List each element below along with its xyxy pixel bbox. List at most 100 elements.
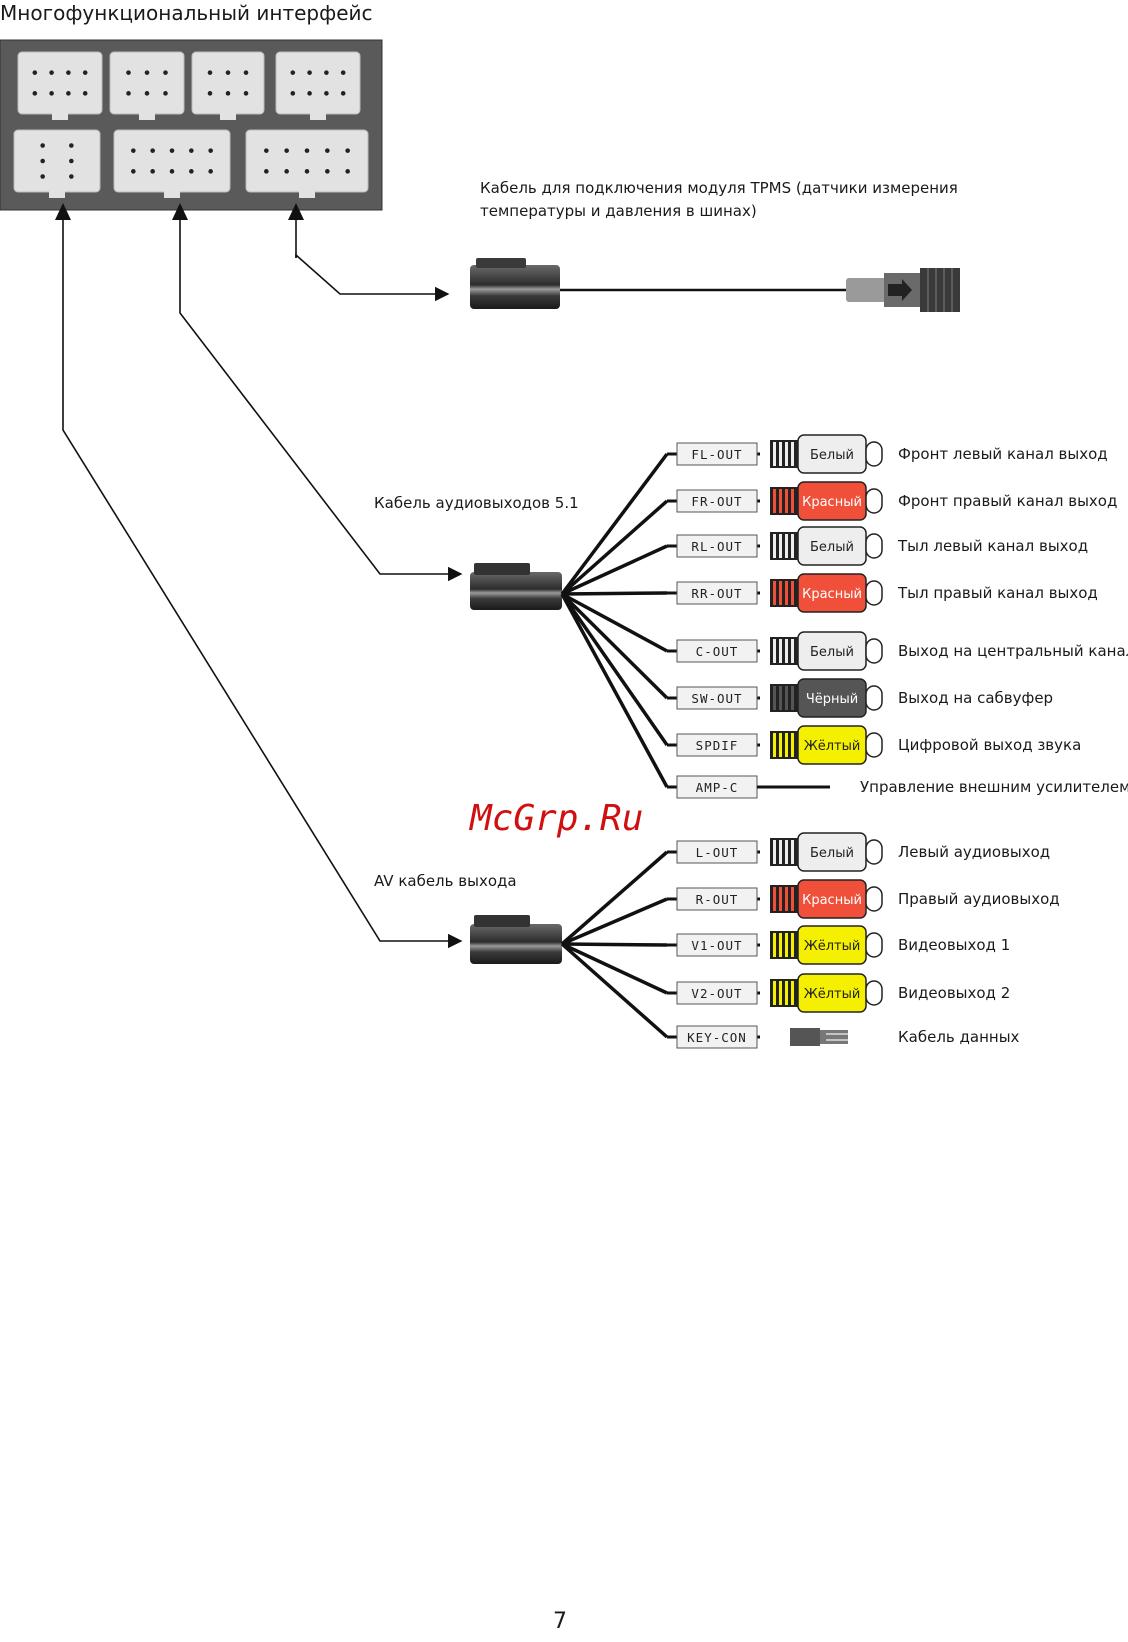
output-tag	[676, 639, 758, 663]
branch-wire	[560, 452, 669, 596]
tpms-caption-line1: Кабель для подключения модуля TPMS (датч…	[480, 179, 958, 197]
output-description: Фронт левый канал выход	[898, 445, 1108, 463]
branch-wire	[560, 592, 669, 700]
output-tag	[676, 534, 758, 558]
rca-plug-label: Белый	[810, 448, 854, 463]
output-tag-label: SW-OUT	[691, 691, 742, 706]
tpms-caption-line2: температуры и давления в шинах)	[480, 202, 757, 220]
rca-plug: Белый	[770, 832, 883, 872]
output-tag	[676, 442, 758, 466]
rca-plug-label: Красный	[802, 587, 862, 602]
output-tag-label: FL-OUT	[691, 447, 742, 462]
rca-plug-label: Чёрный	[806, 692, 858, 707]
output-tag-label: V1-OUT	[691, 938, 742, 953]
output-tag-label: R-OUT	[696, 892, 739, 907]
rca-plug: Белый	[770, 631, 883, 671]
rca-plug-label: Белый	[810, 645, 854, 660]
branch-wire	[560, 942, 669, 1039]
interface-socket	[275, 51, 361, 120]
rca-plug: Красный	[770, 573, 883, 613]
output-description: Выход на центральный канал	[898, 642, 1128, 660]
rca-plug-label: Красный	[802, 893, 862, 908]
upward-arrowheads	[55, 203, 304, 220]
output-tag	[676, 887, 758, 911]
rca-plug: Жёлтый	[770, 725, 883, 765]
output-tag	[676, 733, 758, 757]
rca-plug: Красный	[770, 879, 883, 919]
output-row: SW-OUT Чёрный Выход на сабвуфер	[560, 592, 1053, 718]
output-row: RL-OUT Белый Тыл левый канал выход	[561, 526, 1088, 596]
output-tag-label: KEY-CON	[687, 1030, 747, 1045]
output-row: KEY-CON Кабель данных	[560, 942, 1020, 1049]
leader-lines	[62, 210, 463, 949]
output-tag-label: FR-OUT	[691, 494, 742, 509]
output-tag-label: SPDIF	[696, 738, 739, 753]
interface-socket	[17, 51, 103, 120]
rca-plug-label: Белый	[810, 846, 854, 861]
output-tag-label: RR-OUT	[691, 586, 742, 601]
branch-wire	[561, 544, 668, 596]
audio-cable-caption: Кабель аудиовыходов 5.1	[374, 494, 579, 512]
output-tag-label: RL-OUT	[691, 539, 742, 554]
interface-socket	[13, 129, 101, 198]
output-description: Выход на сабвуфер	[898, 689, 1053, 707]
output-tag	[676, 981, 758, 1005]
watermark: McGrp.Ru	[468, 798, 643, 839]
output-tag	[676, 1025, 758, 1049]
output-row: R-OUT Красный Правый аудиовыход	[561, 879, 1060, 946]
page-title: Многофункциональный интерфейс	[0, 1, 373, 25]
rca-plug-label: Белый	[810, 540, 854, 555]
rca-plug-label: Жёлтый	[804, 939, 861, 954]
av-cable-caption: AV кабель выхода	[374, 872, 517, 890]
socket-group	[13, 51, 369, 198]
page-number: 7	[553, 1609, 567, 1634]
output-description: Видеовыход 2	[898, 984, 1010, 1002]
interface-socket	[113, 129, 231, 198]
output-description: Тыл левый канал выход	[897, 537, 1088, 555]
output-tag-label: V2-OUT	[691, 986, 742, 1001]
rca-plug: Белый	[770, 434, 883, 474]
branch-wire	[560, 593, 669, 746]
interface-socket	[245, 129, 369, 198]
output-description: Тыл правый канал выход	[897, 584, 1098, 602]
output-tag-label: L-OUT	[696, 845, 739, 860]
data-plug	[790, 1028, 848, 1046]
branch-wire	[561, 942, 668, 947]
output-tag	[676, 840, 758, 864]
branch-wire	[560, 593, 669, 788]
output-tag	[676, 686, 758, 710]
output-description: Правый аудиовыход	[898, 890, 1060, 908]
output-description: Кабель данных	[898, 1028, 1020, 1046]
rca-plug-label: Красный	[802, 495, 862, 510]
rca-plug-label: Жёлтый	[804, 739, 861, 754]
output-description: Цифровой выход звука	[898, 736, 1081, 754]
audio-connector	[470, 563, 562, 610]
interface-socket	[109, 51, 185, 120]
output-tag	[676, 933, 758, 957]
tpms-connector	[470, 258, 560, 309]
output-row: FL-OUT Белый Фронт левый канал выход	[560, 434, 1108, 596]
branch-wire	[560, 499, 669, 596]
output-row: AMP-C Управление внешним усилителем	[560, 593, 1128, 799]
branch-wire	[561, 591, 668, 596]
branch-wire	[560, 850, 669, 946]
tpms-plug	[846, 268, 960, 312]
branch-wire	[561, 942, 668, 995]
rca-plug: Жёлтый	[770, 925, 883, 965]
branch-wire	[561, 592, 668, 653]
output-tag	[676, 489, 758, 513]
audio-outputs: FL-OUT Белый Фронт левый канал выходFR-OUT…	[560, 434, 1128, 799]
output-tag-label: AMP-C	[696, 780, 739, 795]
interface-socket	[191, 51, 265, 120]
output-description: Управление внешним усилителем	[860, 778, 1128, 796]
rca-plug: Жёлтый	[770, 973, 883, 1013]
rca-plug: Чёрный	[770, 678, 883, 718]
output-row: RR-OUT Красный Тыл правый канал выход	[561, 573, 1098, 613]
